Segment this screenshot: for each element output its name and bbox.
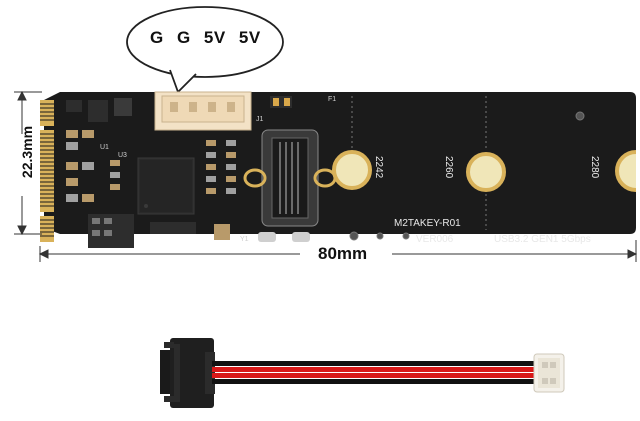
usb-connector	[243, 129, 337, 242]
height-dimension-label: 22.3mm	[19, 125, 35, 179]
label-f1: F1	[328, 96, 337, 103]
vias	[349, 111, 585, 241]
label-y1: Y1	[240, 236, 249, 243]
size-label-2280: 2280	[589, 156, 600, 179]
pinout-label: G G 5V 5V	[150, 28, 261, 47]
dimension-lines	[14, 90, 638, 262]
small-power-plug	[533, 353, 565, 393]
board-version-label: VER006	[416, 234, 454, 245]
sata-power-cable	[160, 338, 565, 408]
mount-hole-2260	[466, 152, 506, 192]
width-dimension-label: 80mm	[312, 244, 374, 264]
usb-spec-label: USB3.2 GEN1 5Gbps	[494, 234, 591, 245]
board-model-label: M2TAKEY-R01	[394, 218, 461, 229]
cable-wires	[212, 361, 538, 384]
size-label-2260: 2260	[443, 156, 454, 179]
power-header	[154, 91, 252, 131]
speech-bubble	[126, 6, 284, 94]
controller-chip	[137, 157, 195, 215]
m2-adapter-board	[14, 90, 638, 262]
mount-hole-2280	[615, 150, 637, 192]
label-j1: J1	[256, 116, 264, 123]
mount-hole-2242	[332, 150, 372, 190]
gold-edge-connector	[40, 100, 54, 242]
sata-connector	[160, 338, 215, 408]
label-u3: U3	[118, 152, 127, 159]
label-u1: U1	[100, 144, 109, 151]
size-label-2242: 2242	[373, 156, 384, 179]
smd-components	[66, 96, 292, 248]
